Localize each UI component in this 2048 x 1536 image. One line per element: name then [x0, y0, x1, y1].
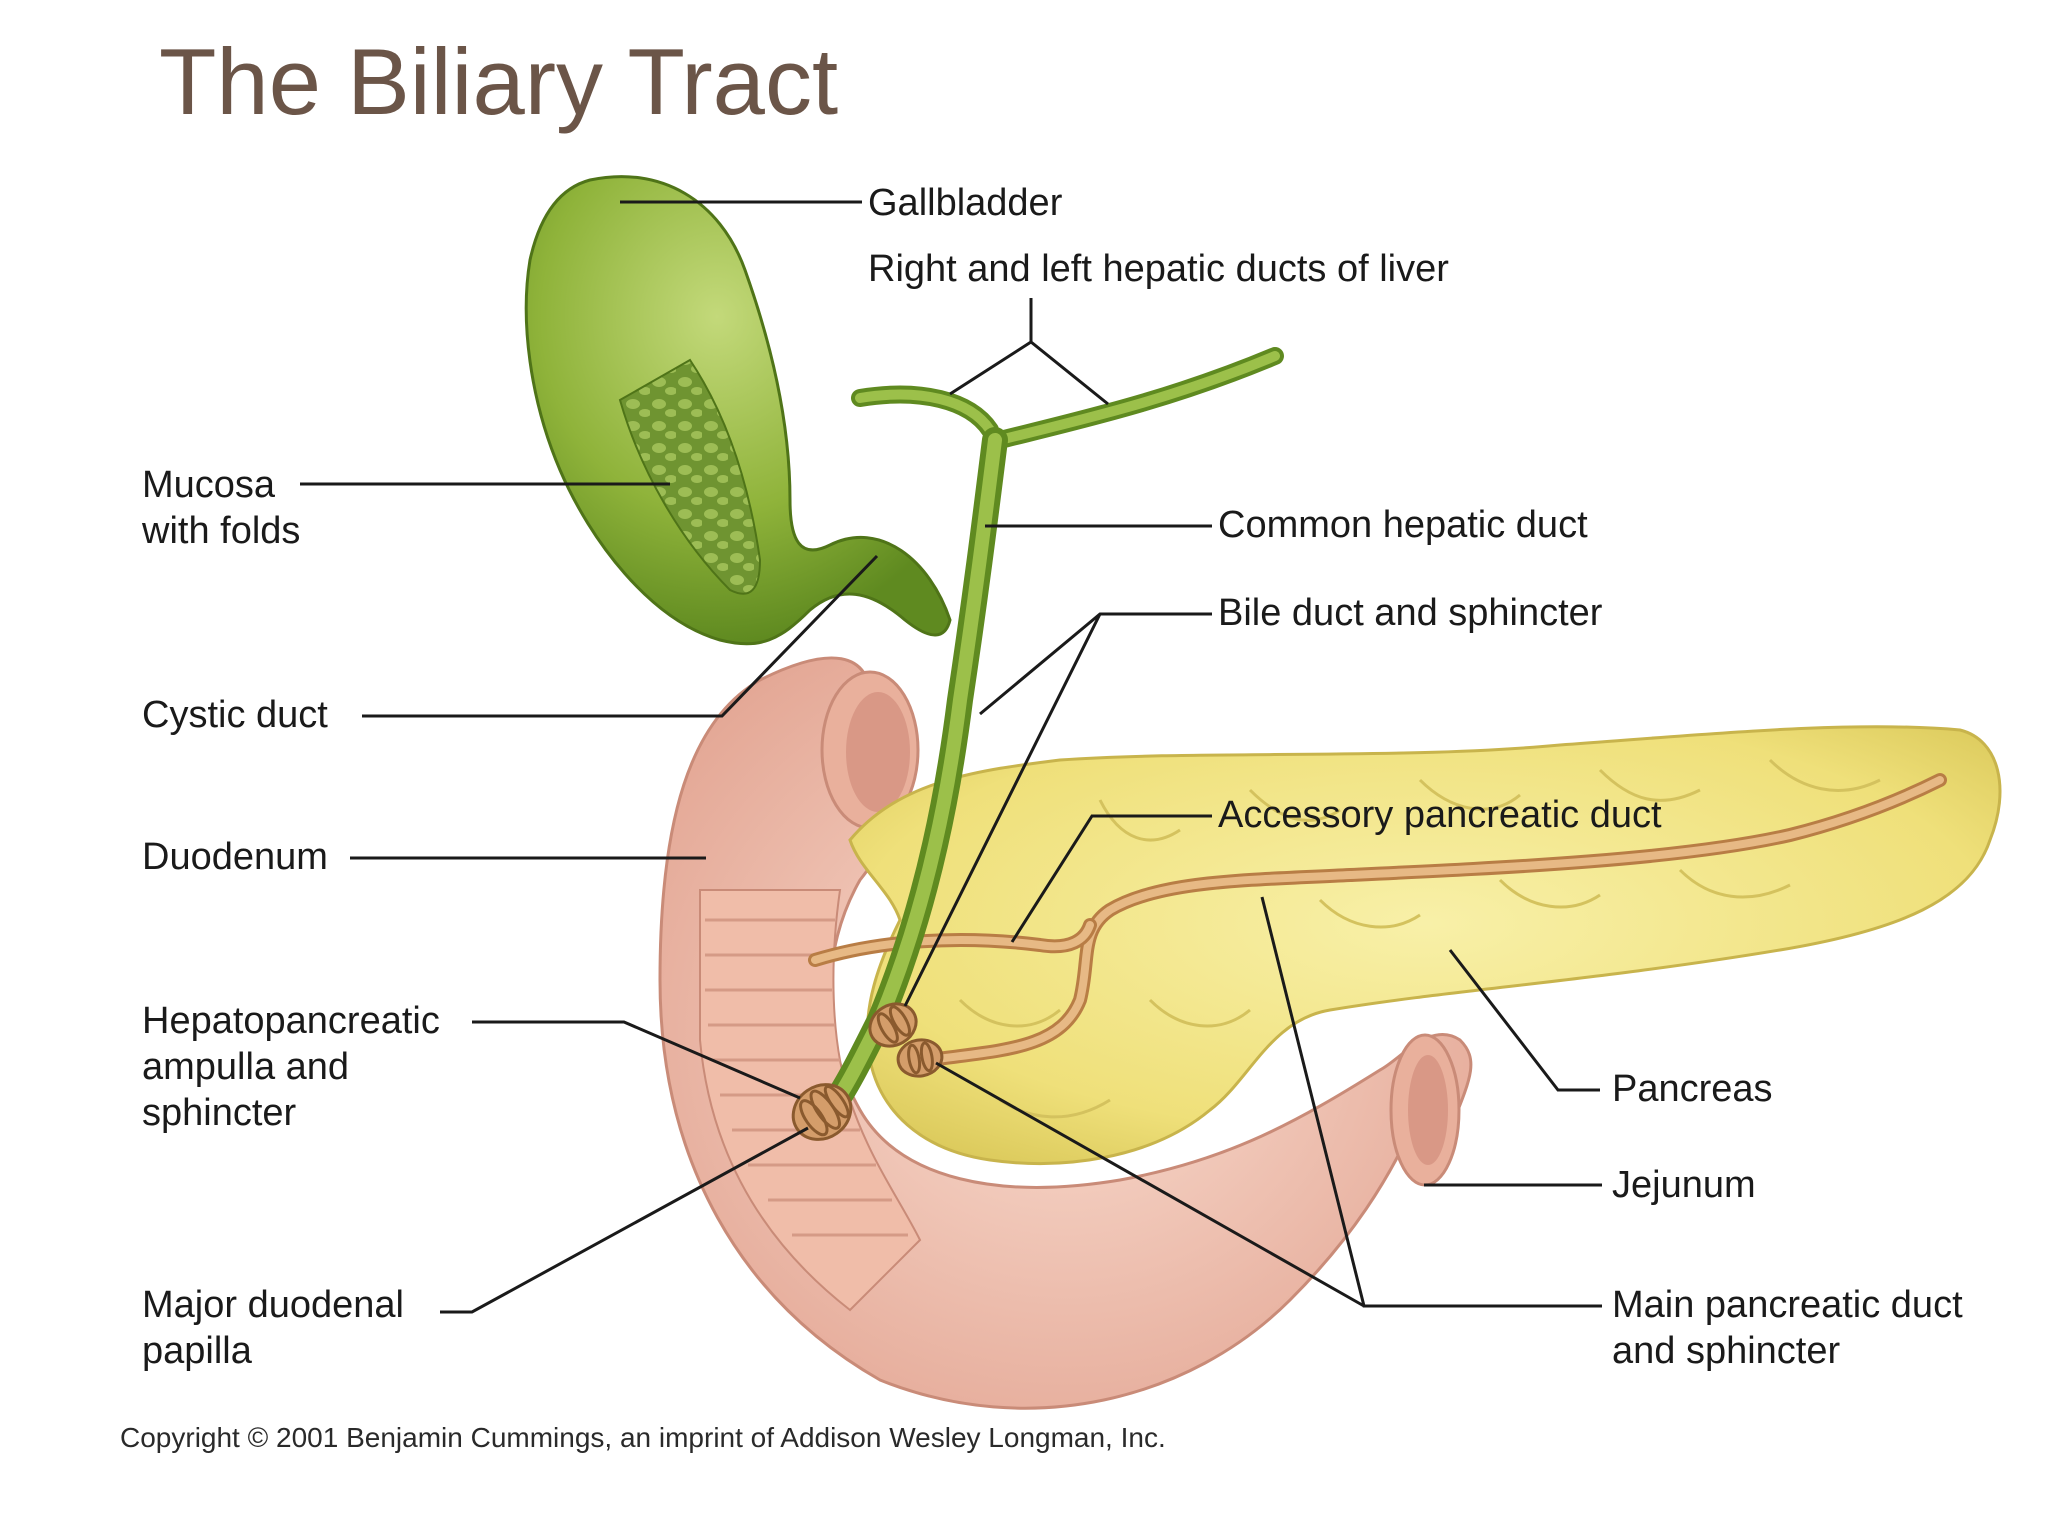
pancreatic-ducts	[808, 773, 1947, 1067]
label-accessory-pancreatic-duct: Accessory pancreatic duct	[1218, 794, 1662, 836]
label-ampulla: Hepatopancreatic ampulla and sphincter	[142, 998, 440, 1136]
label-duodenum: Duodenum	[142, 836, 328, 878]
leader-bile-duct	[903, 612, 1212, 1007]
label-ampulla-line2: ampulla and	[142, 1046, 350, 1088]
label-bile-duct: Bile duct and sphincter	[1218, 592, 1603, 634]
pancreatic-duct-sphincter	[896, 1038, 944, 1078]
label-papilla-line1: Major duodenal	[142, 1284, 404, 1326]
label-mucosa: Mucosa with folds	[142, 462, 300, 554]
label-hepatic-ducts: Right and left hepatic ducts of liver	[868, 248, 1449, 290]
label-ampulla-line3: sphincter	[142, 1092, 297, 1134]
bile-ducts	[817, 347, 1284, 1123]
label-main-duct-line1: Main pancreatic duct	[1612, 1284, 1963, 1326]
copyright-notice: Copyright © 2001 Benjamin Cummings, an i…	[120, 1422, 1166, 1453]
label-papilla-line2: papilla	[142, 1330, 252, 1372]
label-main-duct-line2: and sphincter	[1612, 1330, 1841, 1372]
label-common-hepatic-duct: Common hepatic duct	[1218, 504, 1588, 546]
pancreas	[848, 725, 2002, 1165]
leader-main-duct	[935, 896, 1602, 1308]
page-title: The Biliary Tract	[159, 29, 839, 134]
leader-cystic-duct	[362, 554, 879, 718]
leader-papilla	[440, 1126, 809, 1314]
leader-lines	[300, 200, 1602, 1314]
label-pancreas: Pancreas	[1612, 1068, 1773, 1110]
label-cystic-duct: Cystic duct	[142, 694, 328, 736]
leader-hepatic-ducts	[949, 298, 1109, 406]
label-mucosa-line2: with folds	[142, 510, 301, 552]
label-gallbladder: Gallbladder	[868, 182, 1063, 224]
leader-accessory-duct	[1010, 814, 1212, 943]
label-main-pancreatic-duct: Main pancreatic duct and sphincter	[1612, 1282, 1963, 1374]
label-papilla: Major duodenal papilla	[142, 1282, 404, 1374]
label-ampulla-line1: Hepatopancreatic	[142, 1000, 440, 1042]
gallbladder	[524, 175, 952, 646]
ampulla-sphincter	[791, 1083, 853, 1141]
leader-pancreas	[1448, 949, 1600, 1092]
leader-ampulla	[472, 1020, 801, 1100]
label-mucosa-line1: Mucosa	[142, 464, 276, 506]
sphincter-rings	[791, 1002, 944, 1141]
label-jejunum: Jejunum	[1612, 1164, 1756, 1206]
bile-duct-sphincter	[868, 1002, 918, 1048]
